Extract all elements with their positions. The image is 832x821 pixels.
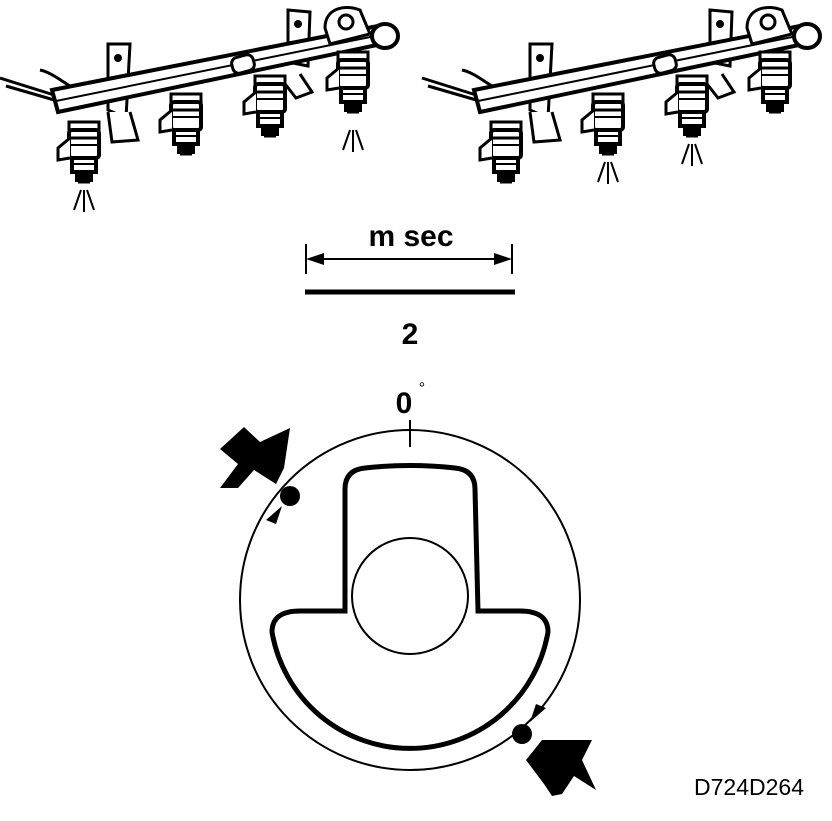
rotation-arrow-lower-icon: [530, 704, 546, 722]
start-marker-dot: [280, 486, 300, 506]
fuel-rail-left-illustration: [0, 5, 400, 213]
injection-timing-scale: m sec 2: [305, 220, 515, 351]
rotation-circle: [239, 429, 581, 771]
drawing-reference-code: D724D264: [694, 774, 804, 800]
zero-angle-label: 0: [396, 387, 413, 420]
pointer-arrow-upper-icon: [220, 427, 290, 488]
rotor-hub: [351, 537, 469, 655]
degree-symbol: °: [419, 380, 425, 397]
timing-unit-label: m sec: [368, 220, 453, 253]
pointer-arrow-lower-icon: [526, 740, 596, 796]
rotation-arrow-upper-icon: [266, 506, 282, 524]
arrowhead-right-icon: [494, 253, 512, 265]
rotation-position-diagram: 0 °: [220, 380, 596, 796]
fuel-rail-right-illustration: [420, 5, 822, 185]
arrowhead-left-icon: [306, 253, 324, 265]
end-marker-dot: [512, 724, 532, 744]
pulse-width-value: 2: [402, 318, 419, 351]
